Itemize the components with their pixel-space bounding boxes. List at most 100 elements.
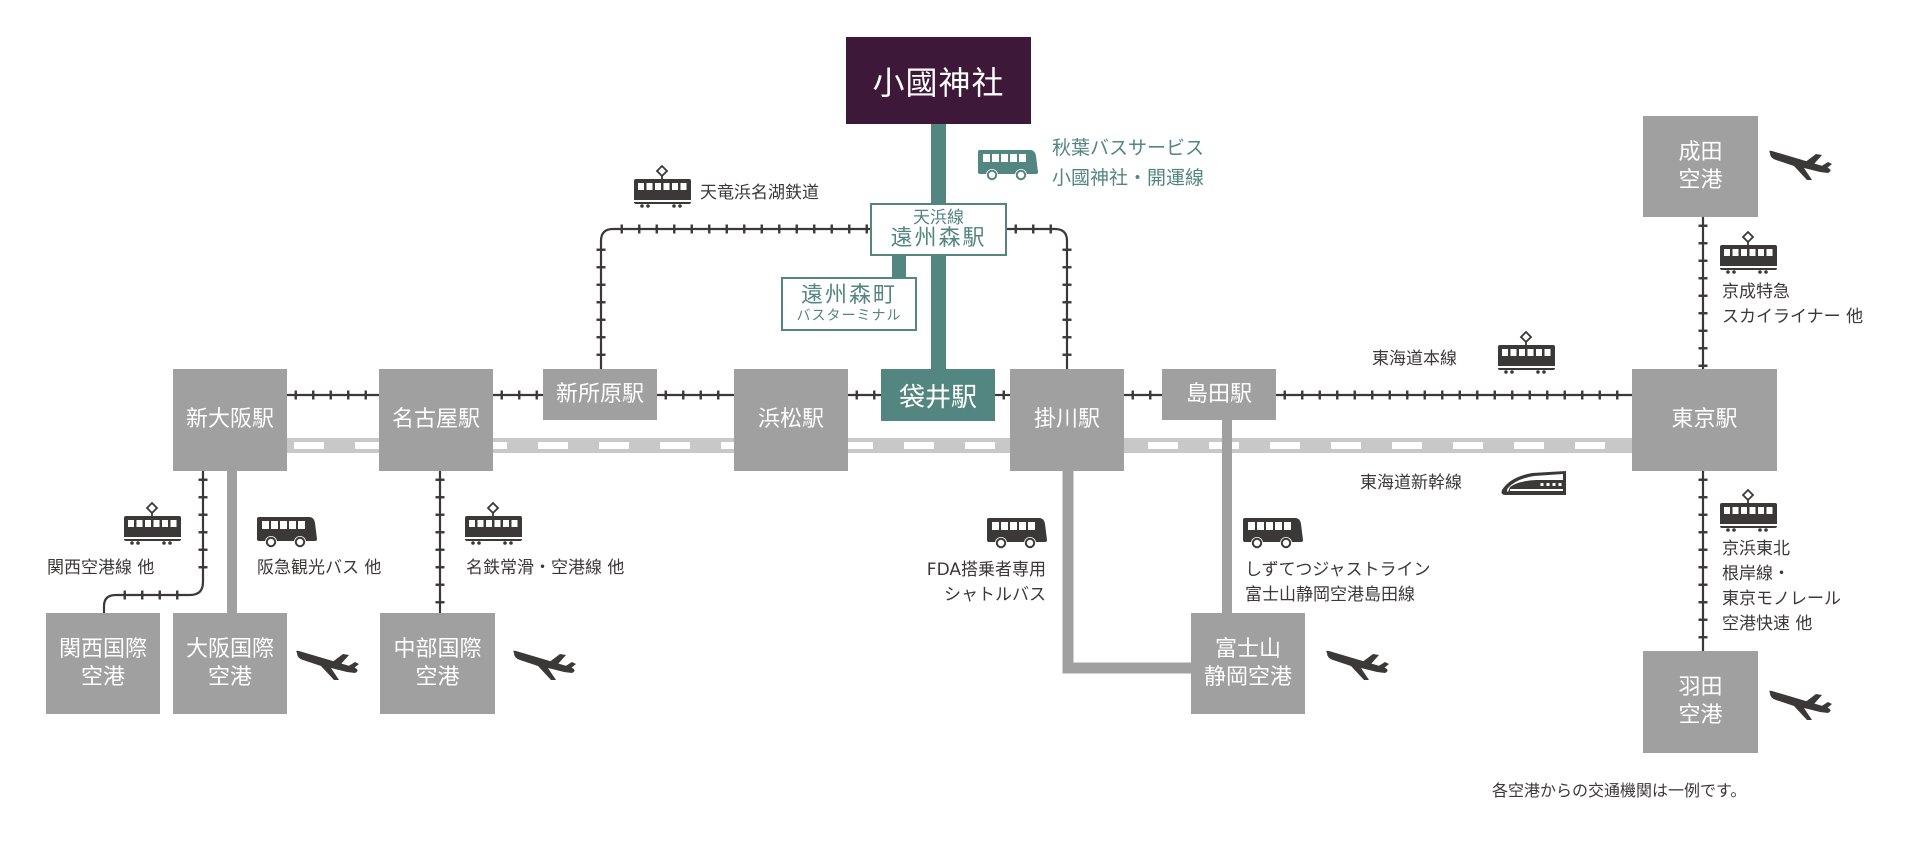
rail-tenhama-east: [1062, 241, 1072, 369]
kansai-train-icon: [124, 501, 181, 545]
station-kakegawa[interactable]: 掛川駅: [1010, 369, 1124, 471]
airport-kansai[interactable]: 関西国際 空港: [46, 613, 160, 714]
airport-kansai-line-2: 空港: [80, 664, 125, 690]
route-haneda-line-1: 京浜東北: [1722, 539, 1790, 559]
tenhama-line-text: 天竜浜名湖鉄道: [700, 183, 819, 203]
shrine-bus-line-1: 秋葉バスサービス: [1052, 137, 1205, 159]
shrine-bus-line-2: 小國神社・開運線: [1052, 167, 1205, 189]
airplane-icon-narita: [1769, 150, 1832, 180]
station-fukuroi[interactable]: 袋井駅: [881, 369, 995, 421]
airport-kansai-line-1: 関西国際: [58, 636, 147, 662]
airport-fuji-shizuoka[interactable]: 富士山 静岡空港: [1191, 613, 1305, 714]
station-shimada[interactable]: 島田駅: [1162, 369, 1276, 420]
route-icons: [124, 150, 1832, 720]
station-enshu-mori[interactable]: 天浜線 遠州森駅: [870, 203, 1007, 256]
route-itami-line-1: 阪急観光バス 他: [257, 558, 382, 578]
airport-itami-line-2: 空港: [207, 664, 252, 690]
station-shinjohara[interactable]: 新所原駅: [543, 369, 657, 420]
destination-name: 小國神社: [872, 63, 1005, 102]
airplane-icon-chubu: [513, 650, 576, 680]
rail-kansai-curve-1: [189, 581, 205, 597]
rail-tenhama-east-curve: [1054, 227, 1069, 242]
rail-kansai-horizontal: [116, 590, 190, 600]
narita-train-icon: [1720, 230, 1777, 274]
shrine-bus-icon: [978, 150, 1038, 181]
rail-kansai-vertical: [198, 471, 208, 582]
airport-narita-line-1: 成田: [1678, 139, 1723, 165]
station-tokyo-label: 東京駅: [1671, 407, 1738, 432]
bus-terminal-sub: バスターミナル: [796, 308, 902, 324]
rail-shinosaka-nagoya: [287, 390, 379, 400]
chubu-train-icon: [465, 501, 522, 545]
route-label-itami: 阪急観光バス 他: [257, 556, 381, 581]
bus-line-itami: [227, 471, 237, 613]
airport-haneda-line-1: 羽田: [1678, 675, 1723, 700]
station-enshu-mori-line: 天浜線: [913, 207, 964, 228]
footnote: 各空港からの交通機関は一例です。: [1492, 781, 1747, 800]
airport-chubu-line-1: 中部国際: [393, 636, 482, 662]
airport-itami[interactable]: 大阪国際 空港: [173, 613, 287, 714]
rail-chubu: [435, 471, 445, 613]
shizutetsu-bus-icon: [1243, 518, 1303, 549]
shrine-bus-line-upper: [931, 124, 946, 203]
station-enshu-mori-name: 遠州森駅: [890, 225, 987, 251]
airplane-icon-fuji: [1326, 650, 1389, 680]
route-label-haneda: 京浜東北 根岸線・ 東京モノレール 空港快速 他: [1722, 537, 1841, 637]
shrine-bus-line-lower: [931, 256, 946, 369]
airport-haneda[interactable]: 羽田 空港: [1643, 651, 1758, 753]
route-narita-line-2: スカイライナー 他: [1722, 307, 1864, 327]
route-fda-line-1: FDA搭乗者専用: [926, 560, 1046, 580]
airport-haneda-line-2: 空港: [1678, 703, 1723, 728]
tokaido-main-train-icon: [1498, 330, 1555, 374]
station-nagoya-label: 名古屋駅: [391, 407, 480, 432]
shrine-bus-label: 秋葉バスサービス 小國神社・開運線: [1052, 133, 1204, 193]
route-haneda-line-4: 空港快速 他: [1722, 614, 1813, 634]
airport-fuji-line-2: 静岡空港: [1203, 664, 1292, 690]
route-label-shizutetsu: しずてつジャストライン 富士山静岡空港島田線: [1245, 558, 1430, 608]
station-hamamatsu[interactable]: 浜松駅: [734, 369, 848, 471]
airport-itami-line-1: 大阪国際: [185, 636, 274, 662]
rail-hamamatsu-fukuroi: [848, 390, 881, 400]
tokaido-main-text: 東海道本線: [1372, 349, 1457, 369]
airport-narita[interactable]: 成田 空港: [1643, 116, 1758, 217]
station-shimada-label: 島田駅: [1185, 381, 1252, 407]
fda-bus-icon: [987, 518, 1047, 549]
route-shizutetsu-line-1: しずてつジャストライン: [1245, 560, 1431, 580]
station-hamamatsu-label: 浜松駅: [757, 407, 824, 432]
airport-narita-line-2: 空港: [1678, 167, 1723, 193]
itami-bus-icon: [257, 517, 317, 548]
rail-fukuroi-kakegawa: [995, 390, 1010, 400]
route-label-chubu: 名鉄常滑・空港線 他: [466, 556, 624, 581]
rail-tenhama-top-west: [613, 224, 870, 234]
rail-nagoya-shinjohara: [493, 390, 543, 400]
station-shin-osaka[interactable]: 新大阪駅: [173, 369, 287, 471]
bus-terminal-enshu-morimachi[interactable]: 遠州森町 バスターミナル: [781, 277, 917, 331]
station-shin-osaka-label: 新大阪駅: [185, 407, 274, 432]
shinkansen-icon: [1501, 471, 1566, 495]
rail-kansai-curve-2: [102, 593, 117, 607]
tokaido-shinkansen-label: 東海道新幹線: [1360, 471, 1462, 496]
rail-kakegawa-shimada: [1124, 390, 1162, 400]
tenhama-train-icon: [634, 164, 691, 208]
rail-shimada-tokyo: [1276, 390, 1632, 400]
bus-terminal-connector: [892, 256, 906, 277]
haneda-train-icon: [1720, 488, 1777, 532]
station-nagoya[interactable]: 名古屋駅: [379, 369, 493, 471]
route-label-kansai: 関西空港線 他: [47, 556, 154, 581]
bus-terminal-name: 遠州森町: [800, 283, 897, 308]
route-label-fda: FDA搭乗者専用 シャトルバス: [927, 558, 1046, 608]
destination-shrine[interactable]: 小國神社: [846, 37, 1031, 124]
route-label-narita: 京成特急 スカイライナー 他: [1722, 280, 1863, 330]
airport-chubu[interactable]: 中部国際 空港: [380, 613, 495, 714]
tenhama-line-label: 天竜浜名湖鉄道: [700, 181, 819, 206]
rail-narita: [1698, 217, 1708, 369]
bus-line-shizutetsu: [1222, 420, 1232, 613]
route-chubu-line-1: 名鉄常滑・空港線 他: [466, 558, 625, 578]
station-tokyo[interactable]: 東京駅: [1632, 369, 1777, 471]
station-kakegawa-label: 掛川駅: [1033, 407, 1100, 432]
tokaido-shinkansen-text: 東海道新幹線: [1360, 473, 1462, 493]
route-lines: [102, 124, 1708, 674]
station-fukuroi-label: 袋井駅: [898, 382, 977, 413]
rail-shinjohara-hamamatsu: [657, 390, 734, 400]
